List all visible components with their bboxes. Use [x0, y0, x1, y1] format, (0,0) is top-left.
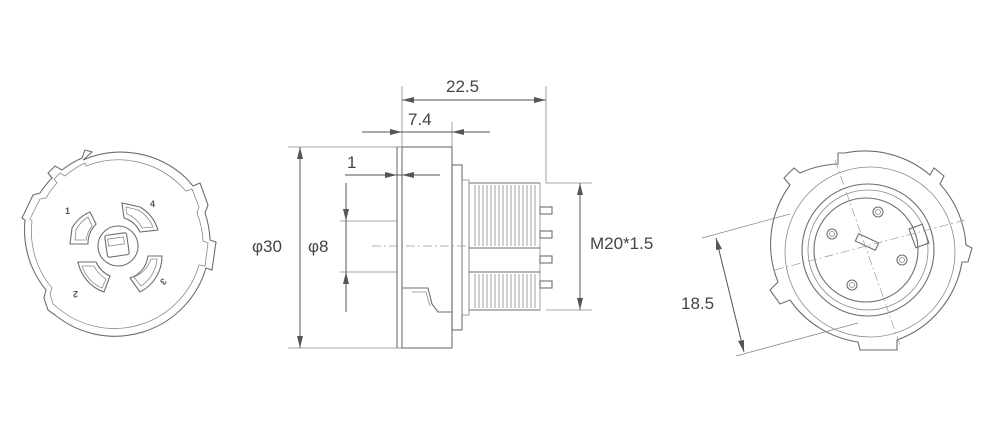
rear-view-pin-holes: [826, 206, 908, 291]
center-insert: [97, 225, 139, 267]
pin-socket-2: [77, 261, 111, 293]
rear-view-outline: [769, 150, 973, 351]
rear-view-core: [813, 197, 919, 303]
dim-body-diameter-label: φ30: [252, 237, 282, 256]
dim-gap-label: 1: [347, 153, 356, 172]
pin-socket-4: [121, 202, 159, 233]
pin-socket-1: [69, 211, 97, 245]
dim-gap: 1: [345, 153, 440, 178]
side-view-body: [401, 146, 453, 349]
dim-flange-thickness: 7.4: [362, 110, 490, 147]
rear-view-key: [908, 223, 930, 249]
rear-view-ring: [784, 166, 956, 338]
side-view: 22.5 7.4 1 φ30: [252, 77, 653, 349]
rear-view-insert-inner: [807, 189, 929, 311]
side-view-latch: [402, 287, 452, 313]
pin-label-4: 4: [150, 199, 155, 209]
dim-inner-diameter-label: φ8: [308, 237, 328, 256]
dim-inner-diameter: φ8: [308, 183, 397, 312]
pin-label-2: 2: [73, 289, 78, 299]
side-view-pins: [539, 206, 553, 289]
dim-thread-label: M20*1.5: [590, 234, 653, 253]
center-key: [104, 232, 130, 258]
side-view-flange: [451, 164, 463, 331]
dim-thread: M20*1.5: [546, 182, 653, 311]
center-key-slot: [107, 236, 125, 247]
dim-flat-width: 18.5: [681, 213, 859, 357]
pin-label-3: 3: [158, 276, 169, 287]
thread: [468, 182, 541, 311]
front-view: 1 4 2 3: [21, 149, 217, 337]
front-view-outline: [21, 149, 217, 337]
rear-view-insert-outer: [801, 183, 935, 317]
front-view-inner-rim: [29, 159, 209, 329]
dim-overall-length-label: 22.5: [446, 77, 479, 96]
dim-body-diameter: φ30: [252, 146, 402, 349]
rear-view: 18.5: [681, 150, 973, 357]
dim-flange-thickness-label: 7.4: [408, 110, 432, 129]
pin-label-1: 1: [65, 206, 70, 216]
dim-flat-width-label: 18.5: [681, 294, 714, 313]
dim-overall-length: 22.5: [401, 77, 547, 183]
pin-socket-3: [129, 255, 163, 293]
